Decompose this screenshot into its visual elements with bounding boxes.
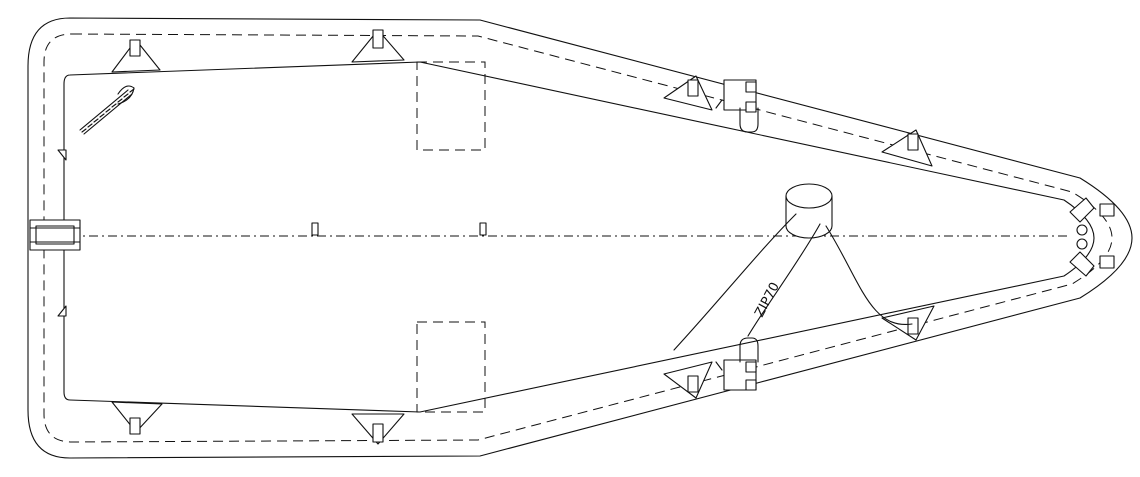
zip-label: ZIP70 — [752, 280, 783, 320]
cable-right — [825, 225, 913, 325]
cable-right-lower — [747, 223, 821, 337]
gusset-bracket-3 — [663, 75, 713, 111]
transom-fitting — [29, 219, 81, 251]
gusset-bracket-2 — [351, 29, 405, 63]
gusset-bracket-4 — [881, 129, 933, 167]
gusset-bracket-7 — [663, 361, 713, 399]
cable-left — [673, 213, 797, 351]
transom-wedge-bottom — [57, 305, 67, 317]
hatch-top — [416, 61, 486, 151]
oarlock-bottom — [715, 337, 759, 391]
mast-cylinder — [785, 183, 833, 239]
centerline-tab-1 — [311, 222, 319, 236]
serrated-strip — [79, 85, 135, 135]
deck-inner-outline — [63, 61, 1095, 413]
hull-dashed-band — [43, 33, 1113, 443]
hatch-bottom — [416, 321, 486, 413]
bow-fitting — [1069, 197, 1115, 277]
gusset-bracket-8 — [881, 305, 935, 341]
hull-outer-outline — [27, 17, 1133, 459]
gusset-bracket-6 — [351, 413, 405, 445]
gusset-bracket-5 — [111, 401, 163, 435]
centerline-tab-2 — [479, 222, 487, 236]
transom-wedge-top — [57, 149, 67, 161]
gusset-bracket-1 — [111, 39, 161, 73]
oarlock-top — [715, 79, 759, 133]
